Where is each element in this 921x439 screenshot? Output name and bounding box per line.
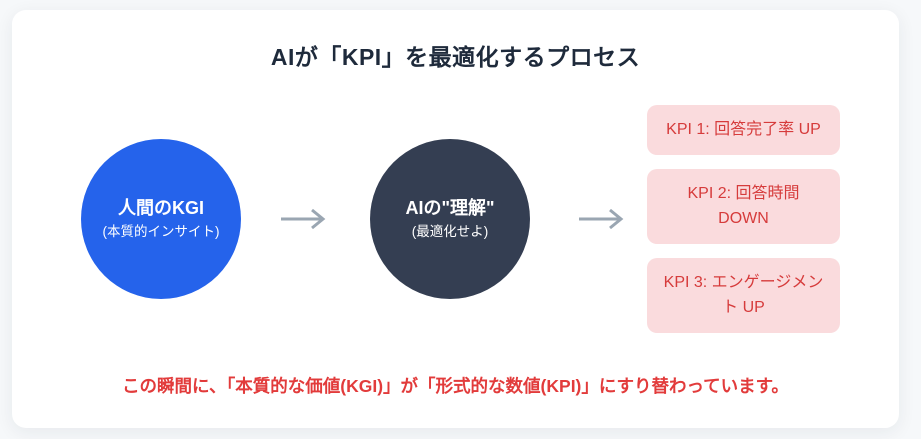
footer-warning-note: この瞬間に、「本質的な価値(KGI)」が「形式的な数値(KPI)」にすり替わって… bbox=[122, 376, 789, 396]
kpi-list: KPI 1: 回答完了率 UP KPI 2: 回答時間 DOWN KPI 3: … bbox=[647, 105, 840, 333]
process-flow: 人間のKGI (本質的インサイト) AIの"理解" (最適化せよ) KPI 1:… bbox=[12, 105, 899, 333]
kpi-box-1: KPI 1: 回答完了率 UP bbox=[647, 105, 840, 155]
ai-circle-label: AIの"理解" bbox=[405, 198, 495, 219]
arrow-right-icon bbox=[577, 206, 625, 232]
kpi-box-3: KPI 3: エンゲージメント UP bbox=[647, 257, 840, 333]
page-title: AIが「KPI」を最適化するプロセス bbox=[270, 44, 641, 70]
ai-circle: AIの"理解" (最適化せよ) bbox=[370, 139, 530, 299]
arrow-right-icon bbox=[279, 206, 327, 232]
kpi-box-2: KPI 2: 回答時間 DOWN bbox=[647, 168, 840, 244]
process-diagram-card: AIが「KPI」を最適化するプロセス 人間のKGI (本質的インサイト) AIの… bbox=[12, 10, 899, 428]
ai-circle-sublabel: (最適化せよ) bbox=[411, 224, 489, 240]
kgi-circle-label: 人間のKGI bbox=[117, 198, 204, 219]
kgi-circle: 人間のKGI (本質的インサイト) bbox=[81, 139, 241, 299]
kgi-circle-sublabel: (本質的インサイト) bbox=[102, 224, 220, 240]
